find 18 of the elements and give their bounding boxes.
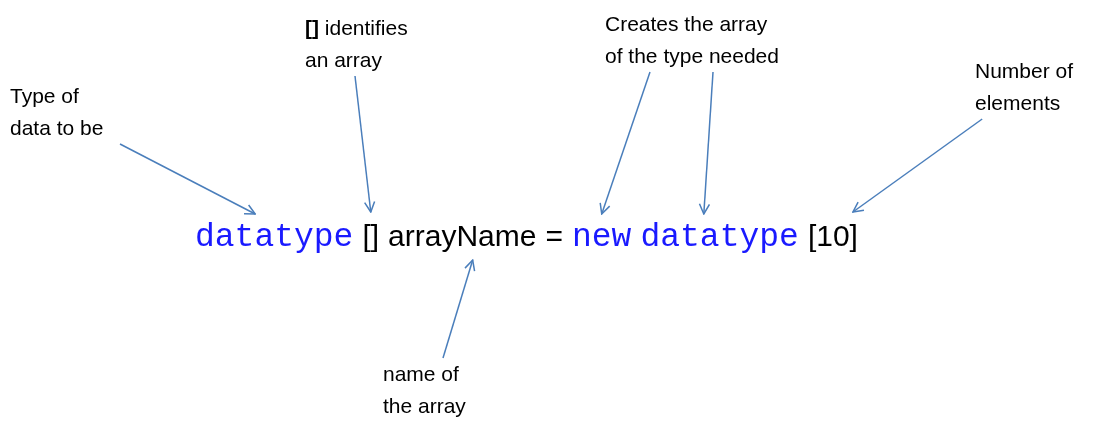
code-token: [10] [807, 214, 858, 258]
annotation-text: name of the array [383, 358, 483, 422]
code-token: arrayName [388, 214, 537, 258]
leader-arrow [119, 143, 256, 215]
leader-arrow [698, 71, 714, 215]
annotation-text: [] identifies an array [305, 12, 430, 76]
leader-arrow [442, 259, 476, 359]
code-keyword: new [572, 216, 632, 260]
annotation-text: Number of elements [975, 55, 1095, 119]
code-keyword: datatype [640, 216, 799, 260]
annotation-text: Type of data to be [10, 80, 120, 144]
leader-arrow [852, 118, 983, 213]
annotation-text: Creates the array of the type needed [605, 8, 785, 72]
code-token: = [545, 214, 563, 258]
leader-arrow [599, 71, 651, 215]
code-keyword: datatype [195, 216, 354, 260]
code-token: [] [362, 214, 380, 258]
leader-arrow [354, 75, 376, 213]
